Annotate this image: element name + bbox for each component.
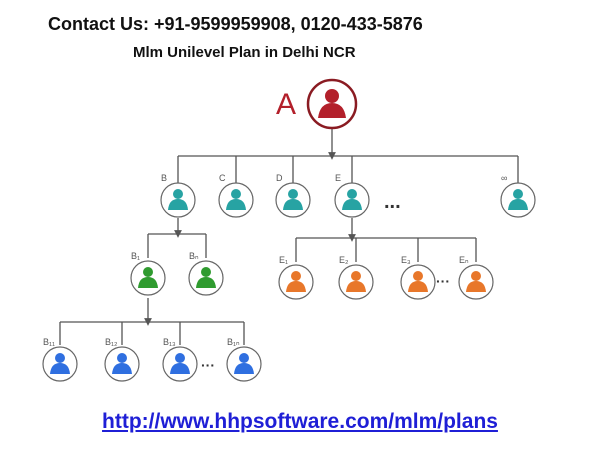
person-node-level3-3 xyxy=(226,346,262,382)
person-label-level2_e-1: E₂ xyxy=(339,255,349,265)
person-label-level3-1: B₁₂ xyxy=(105,337,118,347)
person-node-level1-5 xyxy=(500,182,536,218)
root-node: A xyxy=(276,78,358,130)
plans-url-link[interactable]: http://www.hhpsoftware.com/mlm/plans xyxy=(102,410,498,433)
contact-heading: Contact Us: +91-9599959908, 0120-433-587… xyxy=(48,14,423,34)
person-label-level2_e-2: E₃ xyxy=(401,255,411,265)
level1-ellipsis: ... xyxy=(384,191,401,213)
person-label-level3-0: B₁₁ xyxy=(43,337,55,347)
person-node-level1-1 xyxy=(218,182,254,218)
person-node-level2_e-0 xyxy=(278,264,314,300)
person-label-level1-5: ∞ xyxy=(501,173,507,183)
tree-connectors xyxy=(59,128,519,345)
person-node-level2_b-1 xyxy=(188,260,224,296)
person-label-level1-1: C xyxy=(219,173,226,183)
person-node-level3-0 xyxy=(42,346,78,382)
person-node-level2_e-1 xyxy=(338,264,374,300)
person-label-level3-3: B₁ₙ xyxy=(227,337,240,347)
person-node-level3-1 xyxy=(104,346,140,382)
person-label-level1-2: D xyxy=(276,173,283,183)
person-node-level3-2 xyxy=(162,346,198,382)
person-label-level2_b-0: B₁ xyxy=(131,251,140,261)
person-label-level2_e-3: Eₙ xyxy=(459,255,469,265)
person-label-level1-3: E xyxy=(335,173,341,183)
person-label-level2_e-0: E₁ xyxy=(279,255,288,265)
person-label-level3-2: B₁₃ xyxy=(163,337,176,347)
person-node-level1-2 xyxy=(275,182,311,218)
person-node-level2_e-2 xyxy=(400,264,436,300)
plan-subtitle: Mlm Unilevel Plan in Delhi NCR xyxy=(133,44,356,61)
level3-ellipsis: ··· xyxy=(201,357,215,373)
person-label-level2_b-1: Bₙ xyxy=(189,251,199,261)
person-node-level2_e-3 xyxy=(458,264,494,300)
person-node-level2_b-0 xyxy=(130,260,166,296)
root-label: A xyxy=(276,88,296,121)
person-node-level1-3 xyxy=(334,182,370,218)
level2-ellipsis: ··· xyxy=(436,273,450,289)
person-node-level1-0 xyxy=(160,182,196,218)
person-label-level1-0: B xyxy=(161,173,167,183)
